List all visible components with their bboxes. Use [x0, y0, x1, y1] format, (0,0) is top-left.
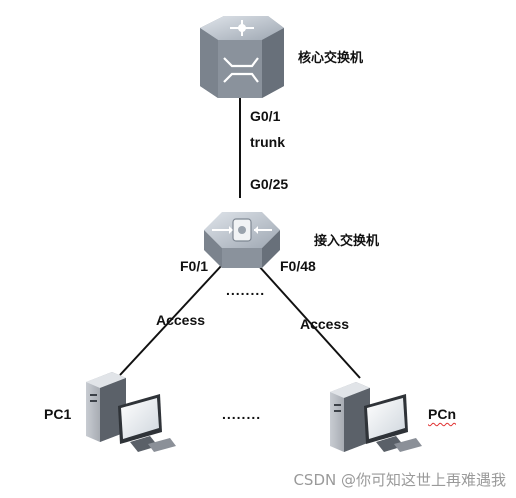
- right-port-label: F0/48: [280, 258, 316, 274]
- pcn-label: PCn: [428, 406, 456, 422]
- core-switch-label: 核心交换机: [298, 51, 364, 66]
- access-link-right-line: [257, 264, 361, 379]
- access-link-left-line: [119, 264, 223, 376]
- left-access-mode-label: Access: [156, 312, 206, 328]
- pc1-computer-icon: [86, 372, 176, 452]
- watermark: CSDN @你可知这世上再难遇我: [293, 471, 506, 489]
- trunk-mode-label: trunk: [250, 134, 285, 150]
- core-port-label: G0/1: [250, 108, 281, 124]
- access-uplink-port-label: G0/25: [250, 176, 289, 192]
- left-port-label: F0/1: [180, 258, 209, 274]
- pcn-label-wrap: PCn: [428, 406, 456, 422]
- pcn-computer-icon: [330, 382, 422, 452]
- access-switch-label: 接入交换机: [314, 234, 380, 249]
- pcs-ellipsis: ........: [222, 406, 262, 422]
- ports-ellipsis: ........: [226, 282, 266, 298]
- core-switch-icon: [200, 16, 284, 98]
- pc1-label: PC1: [44, 406, 72, 422]
- right-access-mode-label: Access: [300, 316, 350, 332]
- access-switch-icon: [204, 212, 280, 268]
